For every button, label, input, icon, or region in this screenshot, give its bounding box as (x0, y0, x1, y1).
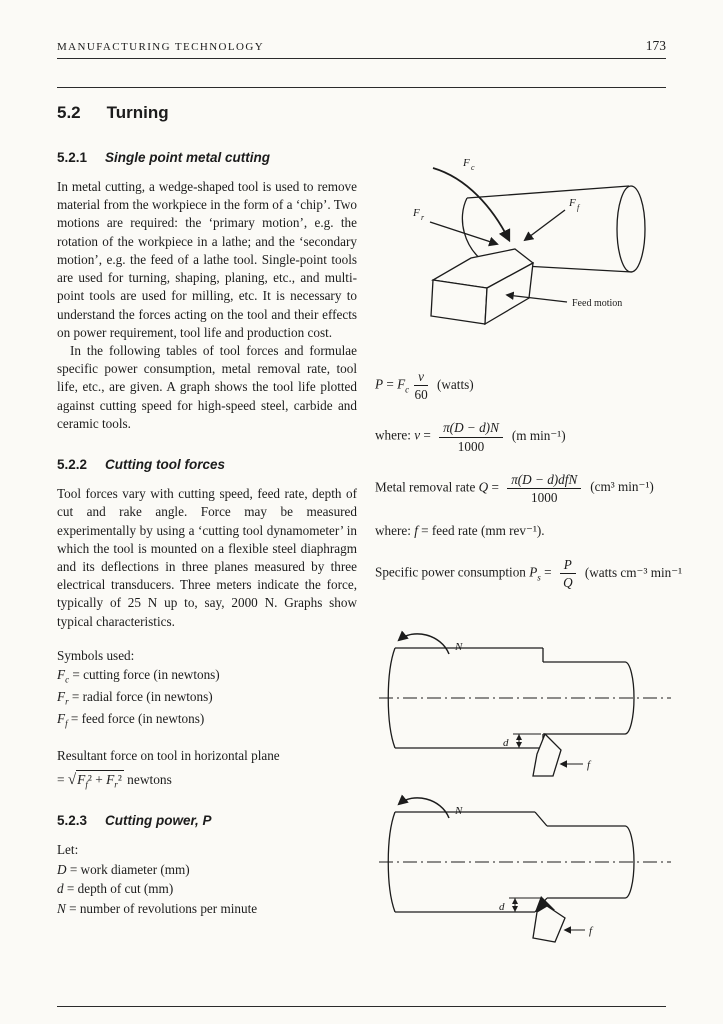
symbol-sub: f (65, 718, 68, 729)
running-head: MANUFACTURING TECHNOLOGY 173 (57, 38, 666, 54)
depth-dimension (509, 897, 541, 913)
cutting-force-arrow (432, 167, 511, 243)
radial-force-arrow (429, 221, 499, 247)
fc-label: F (462, 157, 470, 169)
heading-5-2-2: 5.2.2 Cutting tool forces (57, 457, 357, 472)
paragraph-metal-cutting: In metal cutting, a wedge-shaped tool is… (57, 179, 357, 340)
ff-label: F (568, 197, 576, 209)
header-rule (57, 58, 666, 59)
left-column: 5.2.1 Single point metal cutting In metal… (57, 150, 357, 946)
heading-number: 5.2.1 (57, 150, 88, 165)
paragraph-following-tables: In the following tables of tool forces a… (57, 342, 357, 431)
speed-label: N (454, 641, 463, 653)
speed-label: N (454, 805, 463, 817)
turning-diagram-2: N d f (379, 794, 671, 944)
symbol-sub: c (65, 674, 70, 685)
tool (532, 905, 566, 944)
fr-label: F (412, 207, 420, 219)
ff-sub: f (577, 203, 581, 212)
let-line: d = depth of cut (mm) (57, 881, 174, 897)
feed-label: f (589, 925, 594, 937)
depth-dimension (513, 733, 541, 749)
symbol-base: F (57, 667, 66, 683)
workpiece (387, 647, 635, 750)
feed-motion-arrow (505, 291, 568, 303)
heading-text: Cutting power, P (105, 813, 212, 829)
let-line: N = number of revolutions per minute (57, 901, 258, 917)
heading-5-2-1: 5.2.1 Single point metal cutting (57, 150, 357, 165)
cutting-tool (430, 248, 535, 326)
symbol-definition: = radial force (in newtons) (68, 689, 213, 705)
symbol-base: F (57, 711, 66, 727)
let-heading: Let: (57, 842, 79, 858)
fr-sub: r (421, 213, 425, 222)
footer-rule (57, 1006, 666, 1007)
symbol-base: F (57, 689, 66, 705)
paragraph-tool-forces: Tool forces vary with cutting speed, fee… (57, 486, 357, 629)
symbol-definition: = cutting force (in newtons) (69, 667, 220, 683)
resultant-formula: = √Ff² + Fr² newtons (57, 769, 172, 790)
force-arrows (429, 167, 568, 303)
section-title: 5.2 Turning (57, 103, 169, 123)
tool (532, 733, 562, 778)
depth-label: d (503, 737, 509, 749)
turning-diagram-1: N d f (379, 630, 671, 778)
symbol-line: Ff = feed force (in newtons) (57, 709, 357, 731)
symbol-sub: r (65, 696, 69, 707)
let-line: D = work diameter (mm) (57, 861, 190, 877)
sqrt-radical: √ (67, 771, 77, 788)
force-diagram: F c F r F f Feed motion (412, 157, 646, 326)
feed-rate-definition: where: f = feed rate (mm rev⁻¹). (375, 523, 545, 539)
feed-force-arrow (523, 209, 566, 242)
heading-number: 5.2.3 (57, 813, 88, 829)
symbol-line: Fc = cutting force (in newtons) (57, 665, 357, 687)
feed-motion-label: Feed motion (572, 298, 622, 309)
rotation-arrow (397, 630, 450, 655)
page-number: 173 (645, 38, 666, 53)
symbols-heading: Symbols used: (57, 647, 135, 663)
section-top-rule (57, 87, 666, 88)
heading-5-2-3: 5.2.3 Cutting power, P (57, 813, 357, 828)
sqrt-content: Ff² + Fr² (76, 769, 124, 790)
symbol-definition: = feed force (in newtons) (67, 711, 205, 727)
feed-label: f (587, 759, 592, 771)
heading-text: Single point metal cutting (105, 150, 271, 165)
heading-text: Cutting tool forces (105, 457, 226, 473)
section-name: Turning (106, 103, 169, 122)
resultant-text: Resultant force on tool in horizontal pl… (57, 748, 280, 764)
two-column-layout: 5.2.1 Single point metal cutting In metal… (57, 150, 683, 946)
fc-sub: c (471, 163, 475, 172)
heading-number: 5.2.2 (57, 457, 88, 473)
rotation-arrow (397, 794, 450, 819)
running-head-title: MANUFACTURING TECHNOLOGY (57, 41, 265, 53)
depth-label: d (499, 901, 505, 913)
section-number: 5.2 (57, 103, 81, 122)
symbol-line: Fr = radial force (in newtons) (57, 687, 357, 709)
